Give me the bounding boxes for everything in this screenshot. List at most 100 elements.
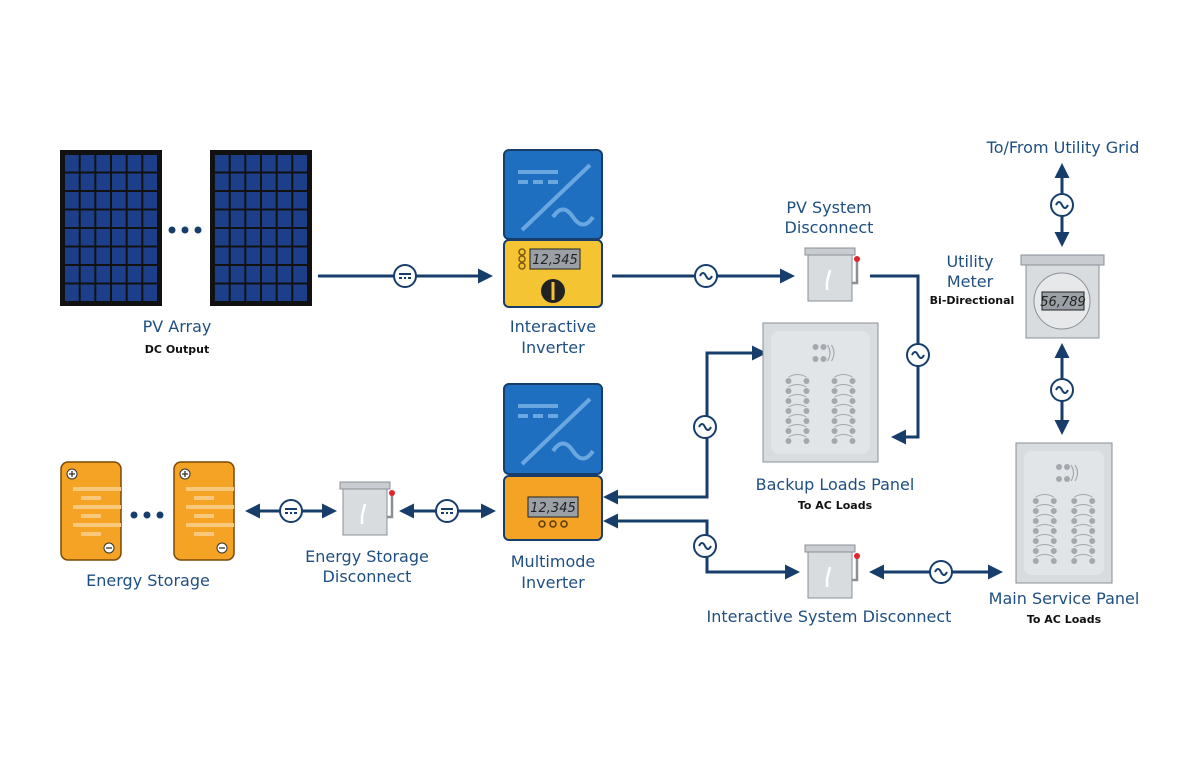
battery-1: [60, 461, 122, 561]
breaker-dot: [1089, 508, 1096, 514]
breaker-dot: [803, 438, 810, 444]
breaker-arc: [1073, 504, 1093, 508]
multimode-inverter: 12,345: [503, 383, 603, 541]
breaker-arc: [1035, 494, 1055, 498]
battery-stripe: [81, 496, 101, 500]
breaker-arc: [788, 384, 807, 388]
breaker-dot: [1089, 558, 1096, 564]
breaker-arc: [1035, 544, 1055, 548]
panel-door: [771, 331, 870, 454]
breaker-dot: [1071, 508, 1078, 514]
pv-cell: [277, 210, 292, 227]
breaker-dot: [1064, 476, 1070, 482]
pv-cell: [80, 173, 95, 190]
multimode-display: 12,345: [530, 501, 576, 516]
breaker-dot: [1050, 528, 1057, 534]
pv-cell: [112, 155, 126, 172]
breaker-dot: [1089, 518, 1096, 524]
pv-cell: [230, 229, 245, 246]
handle: [852, 557, 859, 582]
energy-storage-disconnect: [339, 481, 395, 536]
pv-cell: [112, 192, 126, 209]
breaker-dot: [1050, 508, 1057, 514]
storage-disconnect-label-1: Energy Storage: [305, 547, 429, 566]
pv-cell: [293, 192, 307, 209]
pv-cell: [143, 173, 157, 190]
breaker-dot: [820, 356, 827, 362]
ellipsis-icon: [168, 226, 202, 234]
pv-cell: [127, 155, 142, 172]
pv-cell: [96, 284, 110, 301]
backup-panel-sublabel: To AC Loads: [798, 499, 873, 512]
breaker-dot: [803, 388, 810, 394]
pv-cell: [246, 173, 260, 190]
breaker-dot: [785, 428, 792, 434]
multimode-inverter-label-2: Inverter: [521, 573, 585, 592]
pv-cell: [112, 229, 126, 246]
pv-cell: [96, 229, 110, 246]
pv-cell: [230, 284, 245, 301]
indicator-light: [854, 553, 860, 559]
pv-cell: [112, 266, 126, 283]
battery-stripe: [73, 487, 121, 491]
interactive-inverter-label-2: Inverter: [521, 338, 585, 357]
breaker-dot: [1089, 498, 1096, 504]
pv-cell: [277, 266, 292, 283]
pv-panel-1: [60, 150, 162, 306]
breaker-dot: [1071, 498, 1078, 504]
pv-cell: [246, 247, 260, 264]
breaker-dot: [849, 388, 856, 394]
pv-cell: [127, 284, 142, 301]
pv-cell: [65, 229, 79, 246]
pv-cell: [230, 210, 245, 227]
pv-cell: [246, 210, 260, 227]
pv-cell: [246, 284, 260, 301]
pv-cell: [293, 284, 307, 301]
ellipsis-icon: [130, 511, 164, 519]
breaker-dot: [785, 408, 792, 414]
breaker-dot: [1071, 538, 1078, 544]
pv-cell: [277, 173, 292, 190]
pv-array-label: PV Array: [143, 317, 212, 336]
pv-cell: [65, 192, 79, 209]
breaker-arc: [788, 374, 807, 378]
breaker-dot: [849, 428, 856, 434]
breaker-arc: [788, 434, 807, 438]
battery-stripe: [73, 523, 121, 527]
pv-cell: [230, 173, 245, 190]
handle: [387, 494, 394, 519]
pv-cell: [112, 210, 126, 227]
breaker-arc: [1073, 544, 1093, 548]
breaker-arc: [788, 414, 807, 418]
ac-symbol-icon: [693, 415, 717, 439]
pv-cell: [96, 247, 110, 264]
pv-cell: [215, 284, 229, 301]
pv-cell: [262, 247, 276, 264]
breaker-dot: [831, 438, 838, 444]
pv-cell: [96, 173, 110, 190]
pv-cell: [293, 173, 307, 190]
meter-display: 56,789: [1040, 295, 1086, 310]
breaker-dot: [812, 344, 819, 350]
battery-body: [173, 461, 235, 561]
breaker-dot: [1050, 548, 1057, 554]
battery-stripe: [73, 505, 121, 509]
utility-meter: 56,789: [1020, 254, 1105, 339]
pv-cell: [246, 192, 260, 209]
disconnect-box: [342, 488, 388, 536]
panel-frame: [60, 150, 162, 306]
pv-cell: [215, 173, 229, 190]
breaker-dot: [849, 378, 856, 384]
pv-array-sublabel: DC Output: [145, 343, 209, 356]
breaker-dot: [820, 344, 827, 350]
pv-cell: [65, 173, 79, 190]
breaker-arc: [834, 374, 853, 378]
pv-cell: [246, 266, 260, 283]
meter-label-1: Utility: [946, 252, 993, 271]
multimode-inverter-label-1: Multimode: [511, 552, 595, 571]
pv-cell: [262, 229, 276, 246]
pv-cell: [80, 247, 95, 264]
breaker-arc: [834, 394, 853, 398]
pv-cell: [96, 266, 110, 283]
interactive-system-disconnect: [804, 544, 860, 599]
